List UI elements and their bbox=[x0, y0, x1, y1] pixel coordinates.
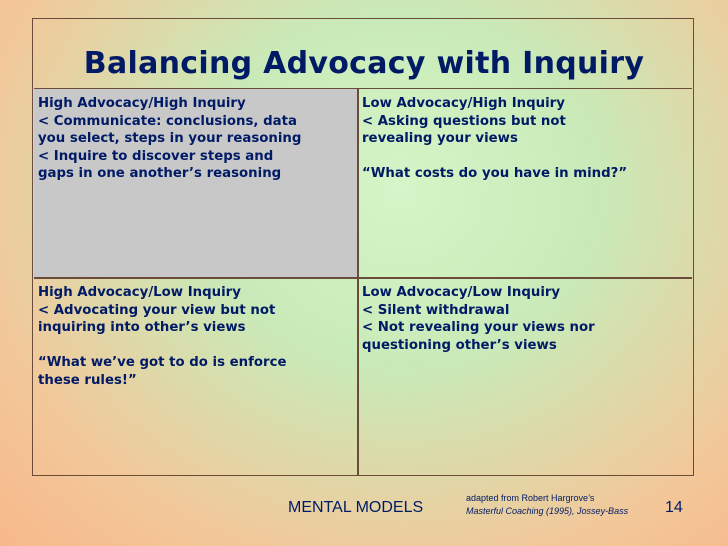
quadrant-line: < Not revealing your views nor bbox=[362, 320, 595, 336]
quadrant-line: < Advocating your view but not bbox=[38, 302, 276, 318]
quadrant-line: < Asking questions but not bbox=[362, 113, 566, 129]
quadrant-quote: “What costs do you have in mind?” bbox=[362, 166, 628, 182]
quadrant-high-advocacy-low-inquiry: High Advocacy/Low Inquiry < Advocating y… bbox=[34, 278, 358, 476]
quadrant-low-advocacy-low-inquiry: Low Advocacy/Low Inquiry < Silent withdr… bbox=[358, 278, 692, 476]
grid-divider-vertical bbox=[357, 88, 359, 475]
quadrant-grid: High Advocacy/High Inquiry < Communicate… bbox=[34, 88, 692, 476]
grid-divider-horizontal bbox=[34, 277, 692, 279]
quadrant-line: < Inquire to discover steps and bbox=[38, 148, 274, 164]
quadrant-heading: High Advocacy/High Inquiry bbox=[38, 96, 246, 111]
quadrant-line: < Communicate: conclusions, data bbox=[38, 113, 297, 129]
credit-source: Masterful Coaching (1995), Jossey-Bass bbox=[466, 505, 629, 516]
slide-frame bbox=[32, 18, 694, 476]
quadrant-line: < Silent withdrawal bbox=[362, 302, 510, 318]
quadrant-line: gaps in one another’s reasoning bbox=[38, 166, 282, 182]
slide-title: Balancing Advocacy with Inquiry bbox=[83, 46, 645, 81]
footer-section-label: MENTAL MODELS bbox=[288, 499, 424, 516]
quadrant-quote: “What we’ve got to do is enforce bbox=[38, 355, 287, 371]
quadrant-line: questioning other’s views bbox=[362, 337, 557, 353]
spacer bbox=[362, 148, 687, 166]
quadrant-low-advocacy-high-inquiry: Low Advocacy/High Inquiry < Asking quest… bbox=[358, 89, 692, 278]
quadrant-quote: these rules!” bbox=[38, 372, 137, 388]
quadrant-heading: High Advocacy/Low Inquiry bbox=[38, 285, 241, 300]
quadrant-line: revealing your views bbox=[362, 131, 518, 147]
source-credit: adapted from Robert Hargrove’s Masterful… bbox=[466, 492, 628, 517]
spacer bbox=[38, 337, 353, 355]
page-number: 14 bbox=[665, 499, 683, 516]
quadrant-line: you select, steps in your reasoning bbox=[38, 131, 302, 147]
quadrant-heading: Low Advocacy/Low Inquiry bbox=[362, 285, 561, 300]
quadrant-high-advocacy-high-inquiry: High Advocacy/High Inquiry < Communicate… bbox=[34, 89, 358, 278]
credit-author: adapted from Robert Hargrove’s bbox=[466, 493, 595, 503]
quadrant-heading: Low Advocacy/High Inquiry bbox=[362, 96, 565, 111]
quadrant-line: inquiring into other’s views bbox=[38, 320, 246, 336]
